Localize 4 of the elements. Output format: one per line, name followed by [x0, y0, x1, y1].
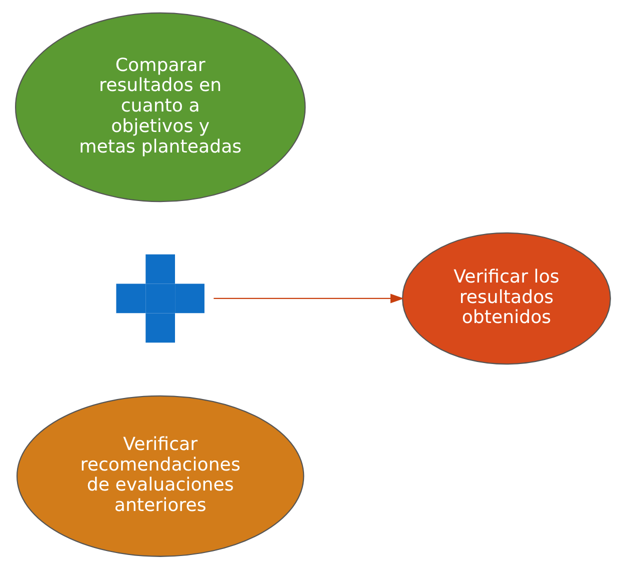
node-ellipse: Comparar resultados en cuanto a objetivos y metas planteadas — [14, 12, 306, 202]
arrow — [214, 294, 404, 304]
node-ellipse: Verificar recomendaciones de evaluaciones anteriores — [16, 395, 304, 557]
node-ellipse: Verificar los resultados obtenidos — [402, 232, 611, 365]
